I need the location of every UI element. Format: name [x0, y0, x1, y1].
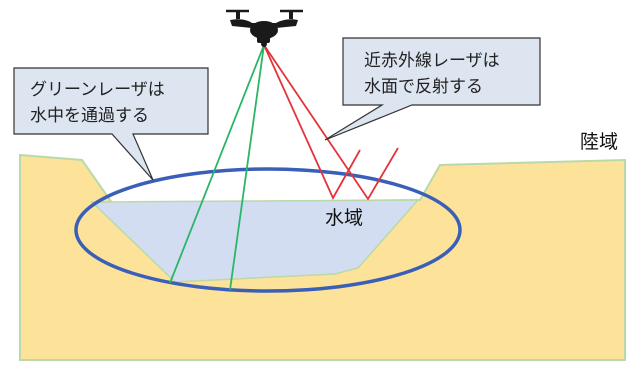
- red-laser-beam-1: [263, 44, 361, 200]
- water-area-ellipse: [74, 167, 462, 293]
- green-laser-beams: [169, 44, 265, 291]
- green-laser-label-line1: グリーンレーザは: [30, 80, 165, 100]
- green-laser-beam-right: [229, 44, 265, 291]
- nir-laser-callout-box: [324, 37, 541, 141]
- green-laser-beam-left: [169, 44, 265, 284]
- water-area-label: 水域: [325, 207, 363, 229]
- water-body: [90, 199, 420, 283]
- nir-laser-label-line2: 水面で反射する: [364, 77, 483, 97]
- red-laser-beam-2: [263, 44, 399, 201]
- green-laser-label-line2: 水中を通過する: [30, 106, 149, 126]
- nir-laser-callout: 近赤外線レーザは 水面で反射する: [324, 37, 541, 141]
- nir-laser-label-line1: 近赤外線レーザは: [364, 51, 500, 71]
- red-laser-beams: [263, 44, 399, 201]
- drone-icon: [226, 9, 303, 47]
- green-laser-callout: グリーンレーザは 水中を通過する: [13, 67, 209, 181]
- green-laser-callout-box: [13, 67, 209, 181]
- land-area-label: 陸域: [580, 131, 618, 153]
